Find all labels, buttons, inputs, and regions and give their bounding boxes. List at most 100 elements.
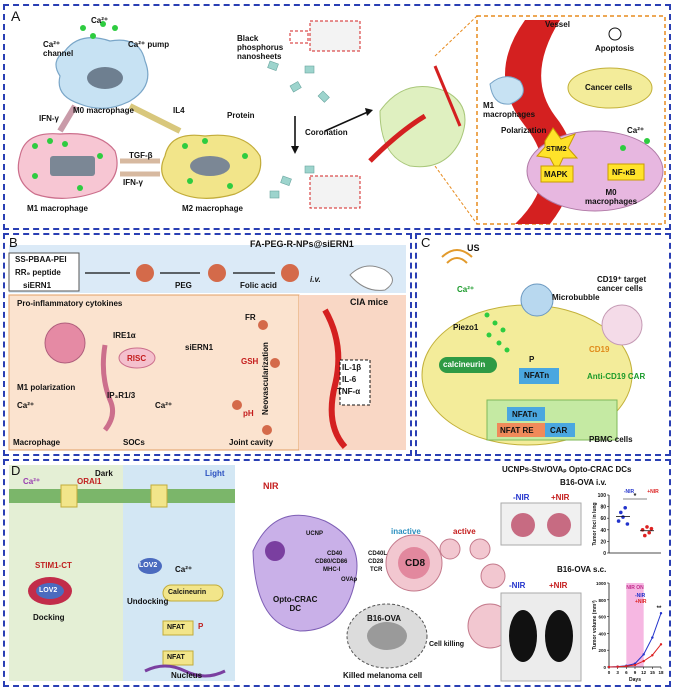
iv-ytick-label: 80 [600, 505, 606, 511]
opto-dc [252, 514, 358, 632]
ucnp-label: UCNP [306, 531, 324, 537]
sc-ytick-label: 0 [603, 665, 606, 670]
sc-point-plus [607, 665, 611, 669]
iv-ytick-label: 40 [600, 528, 606, 534]
apoptosis-label: Apoptosis [595, 44, 635, 53]
sc-xtick-label: 6 [625, 670, 628, 675]
sc-xtick-label: 9 [634, 670, 637, 675]
b16-label: B16-OVA [367, 614, 402, 623]
sc-ytick-label: 200 [598, 648, 606, 653]
cd40-label: CD40 [327, 551, 343, 557]
nfatre-label: NFAT RE [500, 426, 534, 435]
sc-ytick-label: 400 [598, 631, 606, 636]
rr-label: RR₉ peptide [15, 268, 61, 277]
nfkb-box [607, 163, 645, 181]
us-waves [441, 249, 473, 264]
nfkb-label: NF-κB [612, 168, 636, 177]
ca-dots-a [32, 21, 248, 191]
skull-icon [608, 27, 622, 41]
p-d-label: P [198, 622, 204, 631]
sc-legend-minus: -NIR [635, 593, 646, 599]
ca-d-label: Ca²⁺ [23, 477, 41, 486]
p-label: P [529, 355, 535, 364]
cellkill-label: Cell killing [429, 641, 465, 648]
iv-point-minus [621, 515, 625, 519]
dark-label: Dark [95, 469, 113, 478]
lov2a-label: LOV2 [39, 587, 58, 594]
mapk-label: MAPK [544, 170, 568, 179]
iv-point-minus [616, 519, 621, 523]
il4-label: IL4 [173, 106, 185, 115]
tgf-label: TGF-β [129, 151, 153, 160]
ca2-label: Ca²⁺ [155, 401, 173, 410]
arrow-to-vessel [324, 110, 371, 132]
b-ingredients-box [8, 252, 80, 292]
minus-nir-1: -NIR [513, 493, 530, 502]
cia-label: CIA mice [350, 297, 389, 307]
undocking-label: Undocking [127, 597, 169, 606]
bp-label: Black phosphorus nanosheets [237, 34, 284, 61]
panel-c-drawing [421, 249, 643, 446]
orai1-channel-2 [150, 484, 168, 508]
iv-legend-minus: -NIR [624, 489, 635, 495]
nfatn-box [519, 368, 559, 384]
nfat-re-box [497, 423, 545, 437]
panel-c-letter: C [421, 235, 431, 250]
sc-nir-on-label: NIR ON [626, 585, 644, 591]
sc-xtick-label: 15 [650, 670, 656, 675]
tcr-label: TCR [370, 567, 383, 573]
sc-legend-plus: +NIR [635, 599, 647, 605]
nir-label: NIR [263, 481, 279, 491]
ucnp-core [265, 541, 285, 561]
sc-point-plus [651, 654, 654, 657]
joint-label: Joint cavity [229, 438, 274, 447]
arrow-m0-m1 [57, 104, 78, 133]
lov2b-label: LOV2 [139, 562, 158, 569]
cd40l-label: CD40L [368, 551, 388, 557]
sie2-label: siERN1 [185, 343, 214, 352]
orai-label: ORAI1 [77, 477, 102, 486]
car-box [545, 423, 575, 437]
coronation-label: Coronation [305, 128, 348, 137]
er-membrane [100, 344, 116, 432]
panel-c: C US Ca²⁺ Microbubble Piezo1 CD19⁺ targe… [415, 233, 671, 456]
sc-annotation: ** [657, 606, 662, 612]
m1-macrophages-label: M1 macrophages [483, 101, 536, 119]
panel-b-letter: B [9, 235, 18, 250]
m0-macrophages-label: M0 macrophages [585, 188, 638, 206]
sc-ytick-label: 600 [598, 615, 606, 620]
il1-label: IL-1β [342, 363, 362, 372]
cd8-nucleus [398, 547, 430, 579]
iv-title: B16-OVA i.v. [560, 478, 607, 487]
us-label: US [467, 243, 480, 253]
minus-nir-2: -NIR [509, 581, 526, 590]
anti-cd19-label: Anti-CD19 CAR [587, 372, 646, 381]
arrow-m0-m2 [128, 103, 182, 134]
nfat1-label: NFAT [167, 624, 185, 631]
fa-title: FA-PEG-R-NPs@siERN1 [250, 239, 354, 249]
bp-zoom-box [289, 30, 309, 44]
mouse-icon [349, 265, 393, 291]
active-label: active [453, 527, 476, 536]
plus-nir-1: +NIR [551, 493, 570, 502]
ca-top-label: Ca²⁺ [91, 16, 109, 25]
ca-dots-c [484, 312, 510, 353]
sc-point-minus [659, 612, 663, 615]
np-2 [208, 264, 226, 282]
nfat2-label: NFAT [167, 654, 185, 661]
folic-label: Folic acid [240, 281, 277, 290]
iv-point-minus [623, 505, 627, 510]
sc-point-plus [633, 663, 637, 667]
stim-label: STIM1-CT [35, 561, 72, 570]
peg-label: PEG [175, 281, 192, 290]
sc-xtick-label: 18 [658, 670, 664, 675]
ca1-label: Ca²⁺ [17, 401, 35, 410]
calcineurin-box [439, 357, 497, 373]
lov2b [138, 558, 162, 574]
ca2-d-label: Ca²⁺ [175, 565, 193, 574]
microbubble [520, 283, 554, 317]
sc-point-plus [616, 665, 619, 668]
inactive-label: inactive [391, 527, 421, 536]
